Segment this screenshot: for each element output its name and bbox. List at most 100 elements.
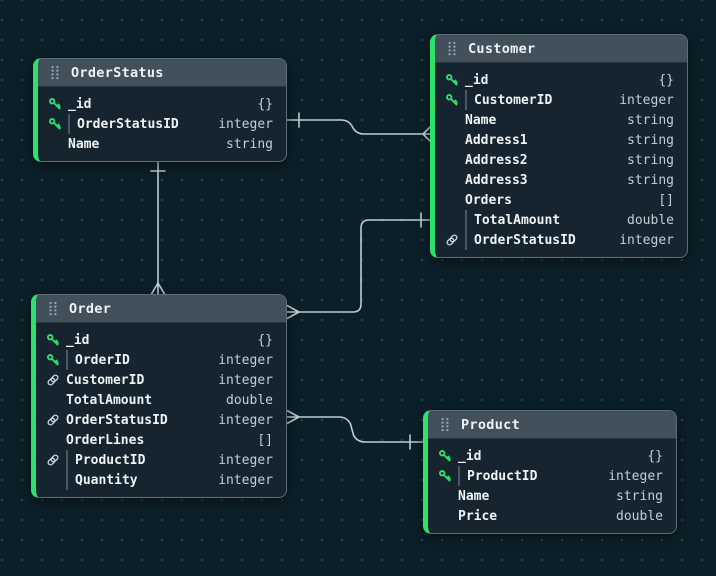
field-row[interactable]: Address2 string: [435, 150, 687, 170]
link-icon: [46, 453, 66, 467]
table-fields: _id {} OrderStatusID integer Name string: [38, 87, 286, 161]
field-name: Address1: [465, 132, 528, 148]
table-orderstatus[interactable]: OrderStatus _id {} OrderStatusID integer…: [33, 58, 287, 162]
drag-handle-icon[interactable]: [440, 417, 450, 432]
field-name: OrderStatusID: [474, 232, 576, 248]
field-name: OrderStatusID: [66, 412, 168, 428]
relationship-product-order[interactable]: [286, 409, 424, 450]
field-row[interactable]: OrderID integer: [36, 350, 286, 370]
field-row[interactable]: Name string: [435, 110, 687, 130]
field-row[interactable]: CustomerID integer: [435, 90, 687, 110]
nest-guide: [465, 230, 467, 250]
field-type: {}: [647, 448, 663, 464]
table-order[interactable]: Order _id {} OrderID integer CustomerID …: [31, 294, 287, 498]
field-name: Address2: [465, 152, 528, 168]
field-name: Orders: [465, 192, 512, 208]
field-type: integer: [218, 472, 273, 488]
field-row[interactable]: _id {}: [36, 330, 286, 350]
key-icon: [48, 97, 68, 111]
table-title: Customer: [468, 40, 536, 57]
field-name: ProductID: [467, 468, 538, 484]
field-row[interactable]: Quantity integer: [36, 470, 286, 490]
field-name: _id: [66, 332, 90, 348]
table-header[interactable]: OrderStatus: [38, 59, 286, 87]
field-type: string: [616, 488, 663, 504]
drag-handle-icon[interactable]: [447, 41, 457, 56]
field-type: integer: [619, 232, 674, 248]
field-type: string: [627, 172, 674, 188]
nest-guide: [66, 470, 68, 490]
field-name: _id: [68, 96, 92, 112]
field-row[interactable]: TotalAmount double: [36, 390, 286, 410]
field-type: integer: [218, 352, 273, 368]
field-type: string: [627, 112, 674, 128]
field-type: []: [658, 192, 674, 208]
field-name: Name: [465, 112, 497, 128]
field-name: OrderLines: [66, 432, 145, 448]
field-row[interactable]: Name string: [38, 134, 286, 154]
field-type: string: [226, 136, 273, 152]
field-type: integer: [218, 412, 273, 428]
field-type: {}: [257, 96, 273, 112]
table-header[interactable]: Product: [428, 411, 676, 439]
field-row[interactable]: ProductID integer: [428, 466, 676, 486]
field-type: {}: [257, 332, 273, 348]
field-name: CustomerID: [474, 92, 553, 108]
key-icon: [46, 353, 66, 367]
key-icon: [438, 449, 458, 463]
field-type: double: [616, 508, 663, 524]
field-name: CustomerID: [66, 372, 145, 388]
field-row[interactable]: OrderStatusID integer: [435, 230, 687, 250]
field-name: TotalAmount: [66, 392, 153, 408]
table-customer[interactable]: Customer _id {} CustomerID integer Name …: [430, 34, 688, 258]
field-type: integer: [608, 468, 663, 484]
field-type: {}: [658, 72, 674, 88]
field-row[interactable]: Address1 string: [435, 130, 687, 150]
nest-guide: [465, 210, 467, 230]
field-name: TotalAmount: [474, 212, 561, 228]
link-icon: [445, 233, 465, 247]
drag-handle-icon[interactable]: [48, 301, 58, 316]
field-type: string: [627, 132, 674, 148]
key-icon: [48, 117, 68, 131]
table-header[interactable]: Customer: [435, 35, 687, 63]
relationship-orderstatus-customer[interactable]: [286, 112, 431, 142]
field-row[interactable]: Price double: [428, 506, 676, 526]
field-name: Name: [68, 136, 100, 152]
table-title: Order: [69, 300, 112, 317]
field-row[interactable]: _id {}: [428, 446, 676, 466]
table-header[interactable]: Order: [36, 295, 286, 323]
field-type: string: [627, 152, 674, 168]
link-icon: [46, 413, 66, 427]
table-product[interactable]: Product _id {} ProductID integer Name st…: [423, 410, 677, 534]
field-name: OrderID: [75, 352, 130, 368]
table-fields: _id {} OrderID integer CustomerID intege…: [36, 323, 286, 497]
field-type: []: [257, 432, 273, 448]
field-type: integer: [619, 92, 674, 108]
field-row[interactable]: ProductID integer: [36, 450, 286, 470]
field-name: Quantity: [75, 472, 138, 488]
field-row[interactable]: OrderStatusID integer: [36, 410, 286, 430]
field-row[interactable]: CustomerID integer: [36, 370, 286, 390]
field-row[interactable]: OrderLines []: [36, 430, 286, 450]
nest-guide: [66, 450, 68, 470]
field-row[interactable]: _id {}: [435, 70, 687, 90]
link-icon: [46, 373, 66, 387]
field-row[interactable]: TotalAmount double: [435, 210, 687, 230]
nest-guide: [458, 466, 460, 486]
field-name: Address3: [465, 172, 528, 188]
table-fields: _id {} ProductID integer Name string Pri…: [428, 439, 676, 533]
field-type: double: [226, 392, 273, 408]
drag-handle-icon[interactable]: [50, 65, 60, 80]
relationship-customer-order[interactable]: [286, 212, 431, 320]
field-name: OrderStatusID: [77, 116, 179, 132]
field-row[interactable]: Name string: [428, 486, 676, 506]
table-fields: _id {} CustomerID integer Name string Ad…: [435, 63, 687, 257]
field-row[interactable]: _id {}: [38, 94, 286, 114]
field-row[interactable]: OrderStatusID integer: [38, 114, 286, 134]
relationship-orderstatus-order[interactable]: [150, 160, 166, 295]
field-row[interactable]: Orders []: [435, 190, 687, 210]
field-row[interactable]: Address3 string: [435, 170, 687, 190]
